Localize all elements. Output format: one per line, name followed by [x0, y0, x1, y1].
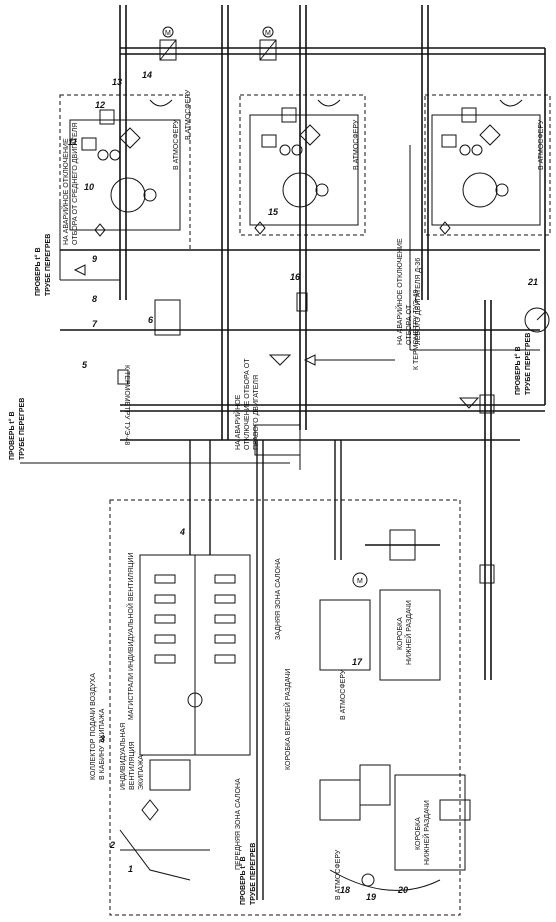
unit-internals-left [69, 99, 181, 237]
upper-box-label: КОРОБКА ВЕРХНЕЙ РАЗДАЧИ [283, 669, 292, 770]
individual-vent-manifold [139, 554, 251, 756]
crew-vent-2: ВЕНТИЛЯЦИЯ [129, 741, 136, 790]
motor-label-17: М [357, 578, 363, 585]
ref-9: 9 [92, 254, 97, 264]
avar-right-3: ПРАВОГО ДВИГАТЕЛЯ [253, 375, 260, 450]
reference-numbers: 1 2 3 4 5 6 7 8 9 10 11 12 13 14 15 16 1… [68, 70, 538, 902]
main-trunks [60, 5, 546, 680]
ref-15: 15 [268, 207, 279, 217]
motor-symbols: М М М [165, 30, 363, 585]
ref-6: 6 [148, 315, 154, 325]
crew-vent-1: ИНДИВИДУАЛЬНАЯ [120, 723, 127, 790]
ref-3: 3 [100, 734, 105, 744]
lower-box-1b: НИЖНЕЙ РАЗДАЧИ [404, 600, 413, 665]
ref-14: 14 [142, 70, 152, 80]
ref-21: 21 [527, 277, 538, 287]
ref-17: 17 [352, 657, 363, 667]
ref-7: 7 [92, 319, 98, 329]
atm-label-6: В АТМОСФЕРУ [185, 89, 192, 140]
motor-valves-top [159, 26, 277, 61]
cabin-area [109, 499, 461, 916]
thermometer-label-2: К ТЕРМОМЕТРУ ТУЭ-48 [413, 290, 420, 370]
ref-12: 12 [95, 100, 105, 110]
thermometer-label-1: К ТЕРМОМЕТРУ ТУЭ-48 [123, 365, 130, 445]
ref-16: 16 [290, 272, 301, 282]
atm-label-2: В АТМОСФЕРУ [353, 119, 360, 170]
avar-middle-1: НА АВАРИЙНОЕ ОТКЛЮЧЕНИЕ [61, 138, 70, 245]
crew-vent-3: ЭКИПАЖА [138, 755, 145, 790]
unit-internals-right [431, 99, 541, 235]
atm-label-1: В АТМОСФЕРУ [173, 119, 180, 170]
ref-20: 20 [397, 885, 408, 895]
avar-right-1: НА АВАРИЙНОЕ [233, 394, 242, 450]
provet-label-right-2: ТРУБЕ ПЕРЕГРЕВ [525, 333, 532, 395]
cabin-trunks [189, 440, 440, 900]
ref-8: 8 [92, 294, 97, 304]
rear-zone-label: ЗАДНЯЯ ЗОНА САЛОНА [275, 558, 282, 640]
ref-11: 11 [68, 137, 77, 147]
unit-box-right [424, 94, 551, 236]
avar-left-3: ЛЕВОГО ДВИГАТЕЛЯ Д-36 [415, 258, 422, 345]
lower-box-2b: НИЖНЕЙ РАЗДАЧИ [422, 800, 431, 865]
rotated-labels: ПРОВЕРЬ t° В ТРУБЕ ПЕРЕГРЕВ ПРОВЕРЬ t° В… [8, 89, 545, 905]
collector-label-2: В КАБИНУ ЭКИПАЖА [99, 708, 106, 780]
ref-2: 2 [109, 840, 115, 850]
provet-label-mid-left-2: ТРУБЕ ПЕРЕГРЕВ [19, 398, 26, 460]
lower-box-2a: КОРОБКА [415, 817, 422, 850]
ref-13: 13 [112, 77, 122, 87]
atm-label-5: В АТМОСФЕРУ [335, 849, 342, 900]
front-zone-label: ПЕРЕДНЯЯ ЗОНА САЛОНА [235, 778, 242, 870]
avar-right-2: ОТКЛЮЧЕНИЕ ОТБОРА ОТ [244, 358, 251, 450]
provet-label-bottom-2: ТРУБЕ ПЕРЕГРЕВ [250, 843, 257, 905]
magistrali-label: МАГИСТРАЛИ ИНДИВИДУАЛЬНОЙ ВЕНТИЛЯЦИИ [126, 553, 135, 720]
unit-internals-middle [249, 99, 359, 235]
atm-label-3: В АТМОСФЕРУ [538, 119, 545, 170]
crew-vent [119, 759, 210, 881]
provet-label-right: ПРОВЕРЬ t° В [514, 346, 522, 395]
ref-4: 4 [179, 527, 185, 537]
distribution-boxes [319, 572, 471, 891]
lower-box-1a: КОРОБКА [397, 617, 404, 650]
motor-label-14a: М [165, 30, 171, 37]
motor-label-14b: М [265, 30, 271, 37]
avar-left-2: ОТБОРА ОТ [406, 304, 413, 345]
provet-label-bottom: ПРОВЕРЬ t° В [239, 856, 247, 905]
unit-box-left [59, 94, 191, 251]
avar-left-1: НА АВАРИЙНОЕ ОТКЛЮЧЕНИЕ [395, 238, 404, 345]
ref-5: 5 [82, 360, 88, 370]
collector-label-1: КОЛЛЕКТОР ПОДАЧИ ВОЗДУХА [90, 673, 97, 780]
ref-18: 18 [340, 885, 350, 895]
avar-middle-2: ОТБОРА ОТ СРЕДНЕГО ДВИГАТЕЛЯ [72, 123, 79, 245]
provet-label-mid-left: ПРОВЕРЬ t° В [8, 411, 16, 460]
unit-box-middle [239, 94, 366, 236]
arrow-lines [20, 145, 540, 470]
trunk-components [73, 264, 550, 584]
ref-10: 10 [84, 182, 94, 192]
ref-19: 19 [366, 892, 376, 902]
provet-label-top-left: ПРОВЕРЬ t° В [34, 247, 42, 296]
provet-label-top-left-2: ТРУБЕ ПЕРЕГРЕВ [45, 234, 52, 296]
ref-1: 1 [128, 864, 133, 874]
atm-label-4: В АТМОСФЕРУ [340, 669, 347, 720]
